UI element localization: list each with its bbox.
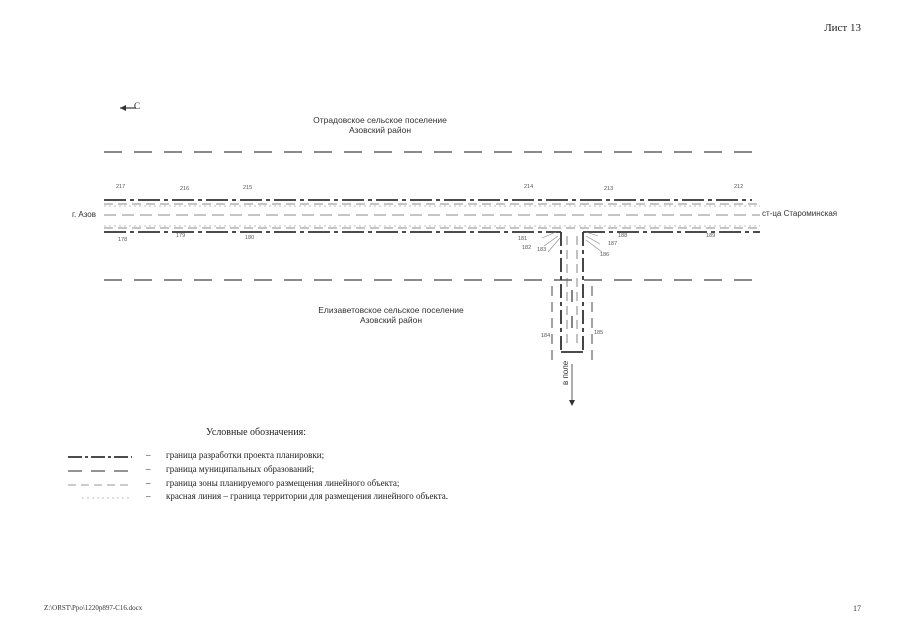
road-label-south: в поле [561,360,570,385]
legend-swatch-red-line [82,497,132,499]
road-label-east: ст-ца Староминская [762,209,838,218]
point-label: 179 [176,233,186,239]
page-number: 17 [853,604,861,613]
point-label: 214 [524,184,534,190]
point-label: 183 [537,247,547,253]
point-label: 180 [245,235,255,241]
point-label: 215 [243,185,253,191]
area-label-top-line2: Азовский район [348,125,412,135]
sheet-label: Лист 13 [824,22,861,34]
north-arrow-label: C [134,101,141,111]
legend-text: граница разработки проекта планировки; [166,450,325,460]
point-label: 185 [594,330,604,336]
point-label: 186 [600,252,610,258]
legend-title: Условные обозначения: [206,427,307,438]
legend-dash: – [146,464,151,474]
legend-swatch-zone-boundary [68,484,132,486]
north-arrow-icon [120,105,136,111]
legend-dash: – [146,478,151,488]
point-label: 178 [118,237,128,243]
point-label: 217 [116,184,126,190]
point-label: 216 [180,186,190,192]
point-label: 213 [604,186,614,192]
legend-text: красная линия – граница территории для р… [166,491,448,501]
legend-dash: – [146,491,151,501]
point-label: 182 [522,245,532,251]
road-label-west: г. Азов [72,210,96,219]
legend-dash: – [146,450,151,460]
area-label-bottom-line1: Елизаветовское сельское поселение [318,305,464,315]
point-label: 187 [608,241,618,247]
legend-text: граница муниципальных образований; [166,464,315,474]
legend-swatch-municipal-boundary [68,470,132,472]
area-label-bottom: Елизаветовское сельское поселение Азовск… [306,305,476,325]
point-label: 189 [706,233,716,239]
point-label: 212 [734,184,744,190]
point-label: 181 [518,236,528,242]
legend-swatch-project-boundary [68,456,132,458]
legend-text: граница зоны планируемого размещения лин… [166,478,400,488]
side-road-south [551,232,593,360]
area-label-bottom-line2: Азовский район [359,315,423,325]
file-path-footer: Z:\ORST\Ppo\1220p897-C16.docx [44,604,143,612]
point-label: 188 [618,233,628,239]
area-label-top-line1: Отрадовское сельское поселение [313,115,447,125]
point-label: 184 [541,333,551,339]
field-arrow-icon [569,364,575,406]
area-label-top: Отрадовское сельское поселение Азовский … [300,115,460,135]
